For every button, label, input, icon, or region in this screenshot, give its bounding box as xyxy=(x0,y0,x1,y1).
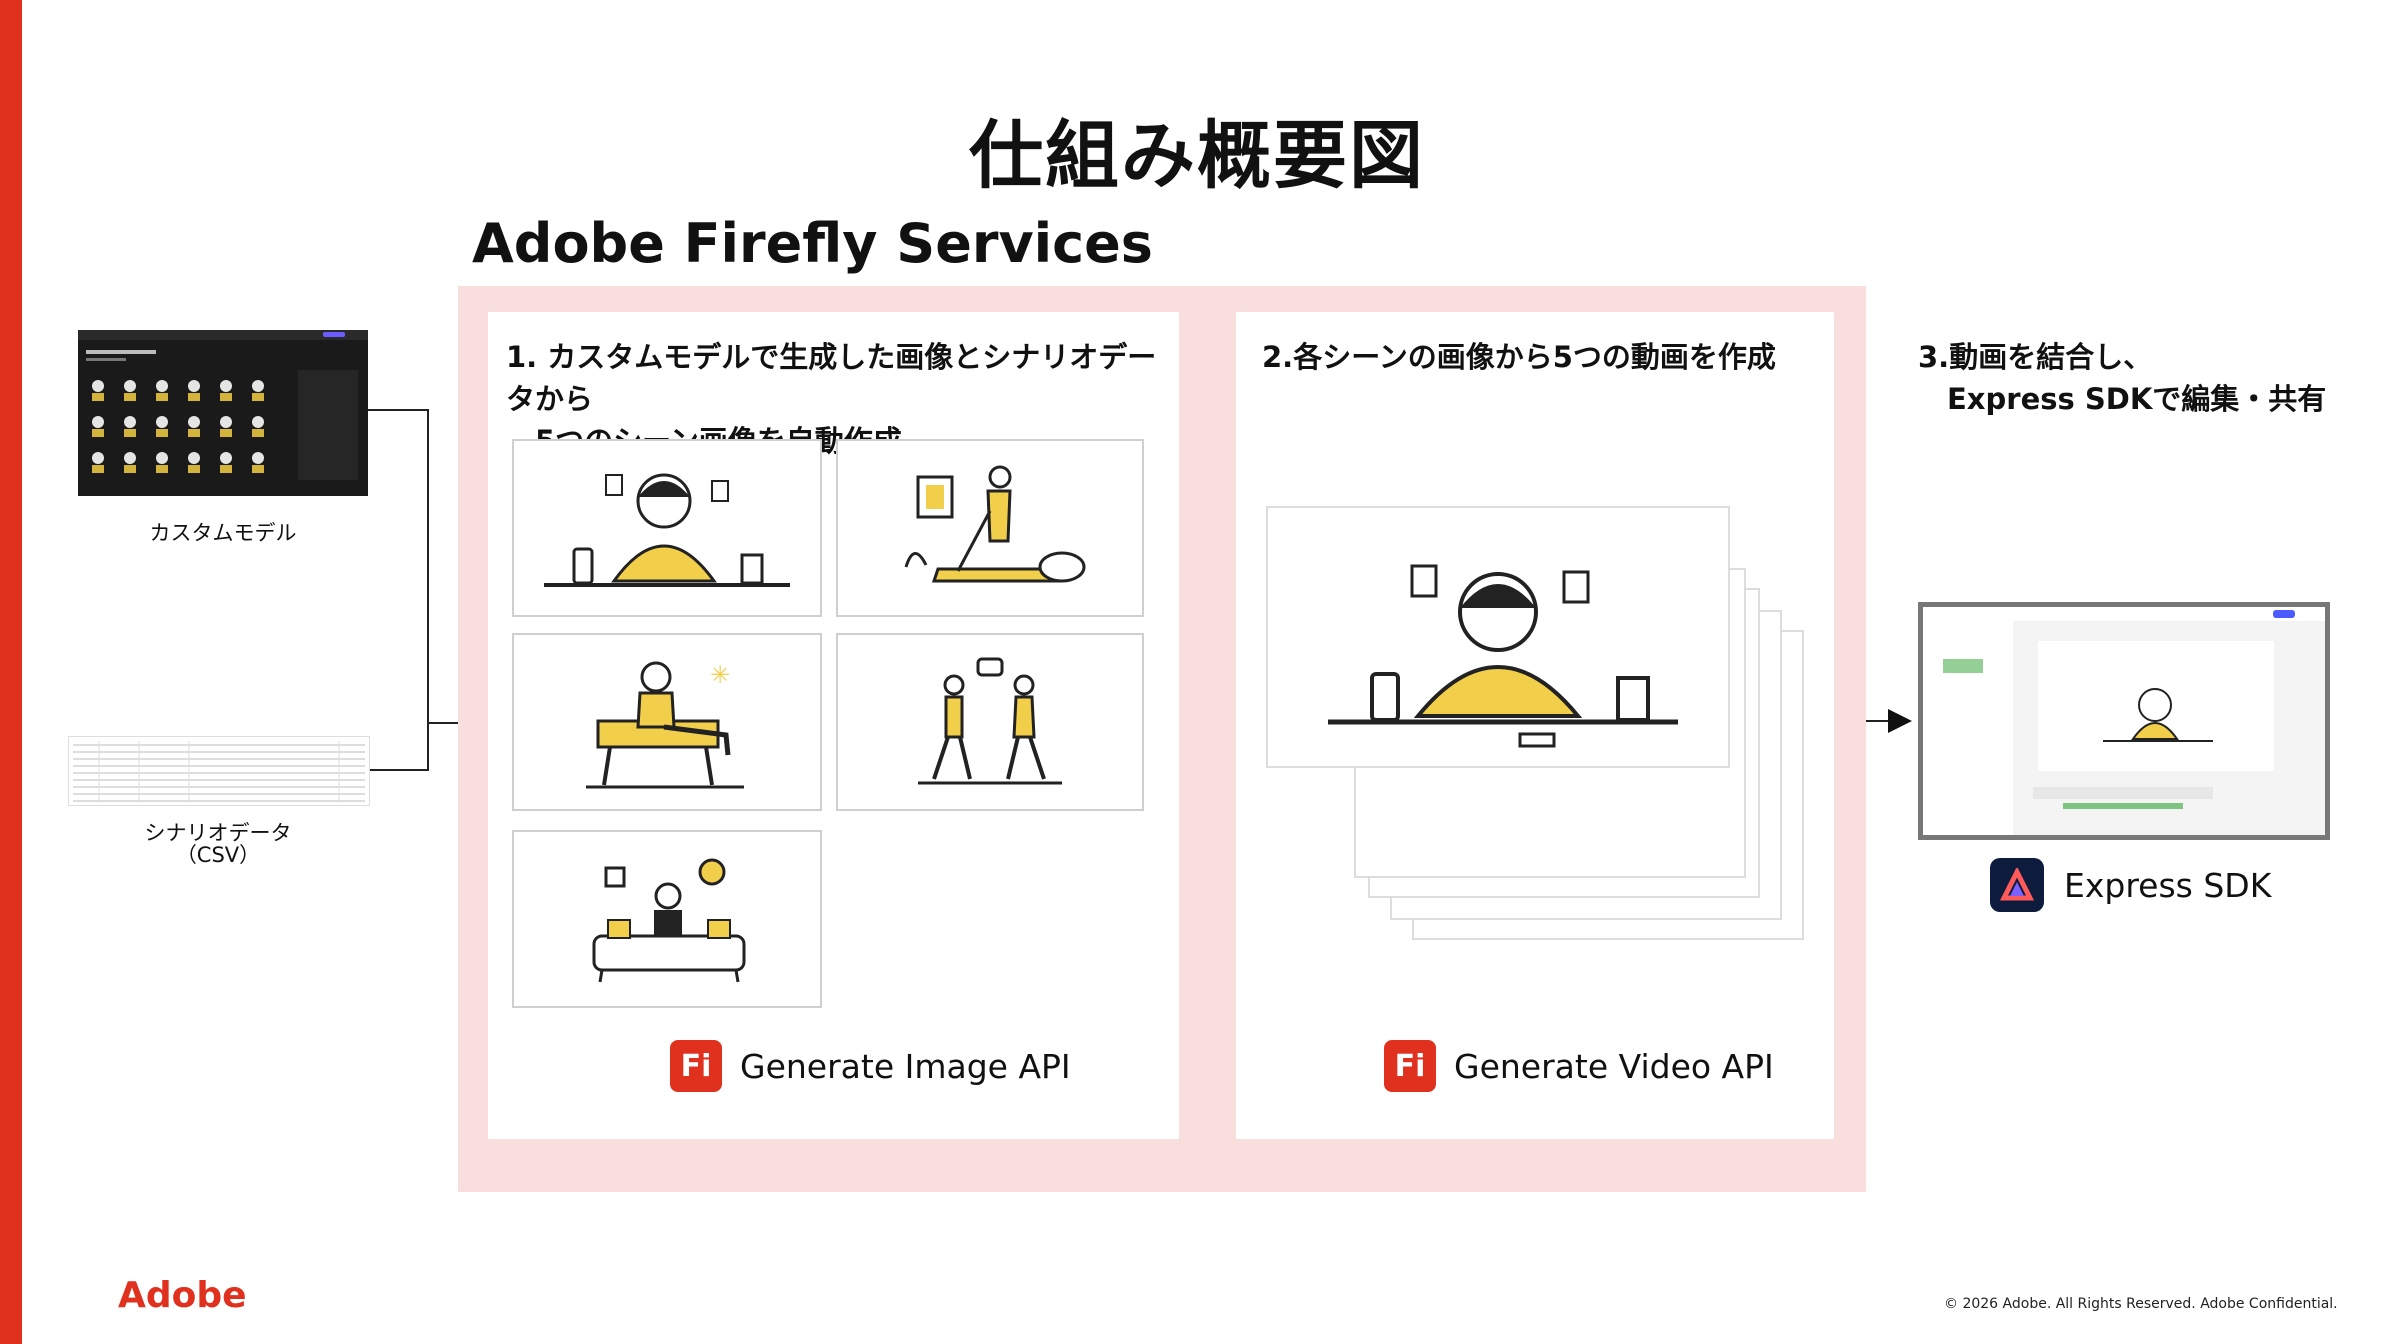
firefly-icon: Fi xyxy=(1384,1040,1436,1092)
scene-image-5 xyxy=(512,830,822,1008)
express-editor-screenshot xyxy=(1918,602,2330,840)
step3-description: 3.動画を結合し、 Express SDKで編集・共有 xyxy=(1918,340,2327,416)
scene-image-3: ✳ xyxy=(512,633,822,811)
firefly-icon: Fi xyxy=(670,1040,722,1092)
adobe-logo: Adobe xyxy=(118,1275,247,1316)
scenario-csv-thumbnail xyxy=(68,736,370,806)
generate-video-api-label: Generate Video API xyxy=(1454,1046,1774,1086)
generate-image-api: Fi Generate Image API xyxy=(670,1040,1071,1092)
video-frame-1 xyxy=(1266,506,1730,768)
scene-image-2 xyxy=(836,439,1144,617)
step2-description: 2.各シーンの画像から5つの動画を作成 xyxy=(1262,340,1776,374)
copyright-notice: © 2026 Adobe. All Rights Reserved. Adobe… xyxy=(1944,1296,2338,1312)
video-frames-stack xyxy=(1266,502,1806,948)
custom-model-screenshot xyxy=(78,330,368,496)
scenario-data-label: シナリオデータ （CSV） xyxy=(144,821,292,867)
input-bracket-line xyxy=(368,409,429,771)
services-title: Adobe Firefly Services xyxy=(472,212,1153,275)
scene-image-4 xyxy=(836,633,1144,811)
accent-bar xyxy=(0,0,22,1344)
page-title: 仕組み概要図 xyxy=(969,113,1425,199)
express-sdk-product: Express SDK xyxy=(1990,858,2271,912)
express-sdk-label: Express SDK xyxy=(2064,865,2272,905)
custom-model-label: カスタムモデル xyxy=(149,521,297,545)
scene-image-1 xyxy=(512,439,822,617)
svg-text:✳: ✳ xyxy=(710,661,730,689)
generate-image-api-label: Generate Image API xyxy=(740,1046,1071,1086)
express-logo-icon xyxy=(1990,858,2044,912)
generate-video-api: Fi Generate Video API xyxy=(1384,1040,1774,1092)
